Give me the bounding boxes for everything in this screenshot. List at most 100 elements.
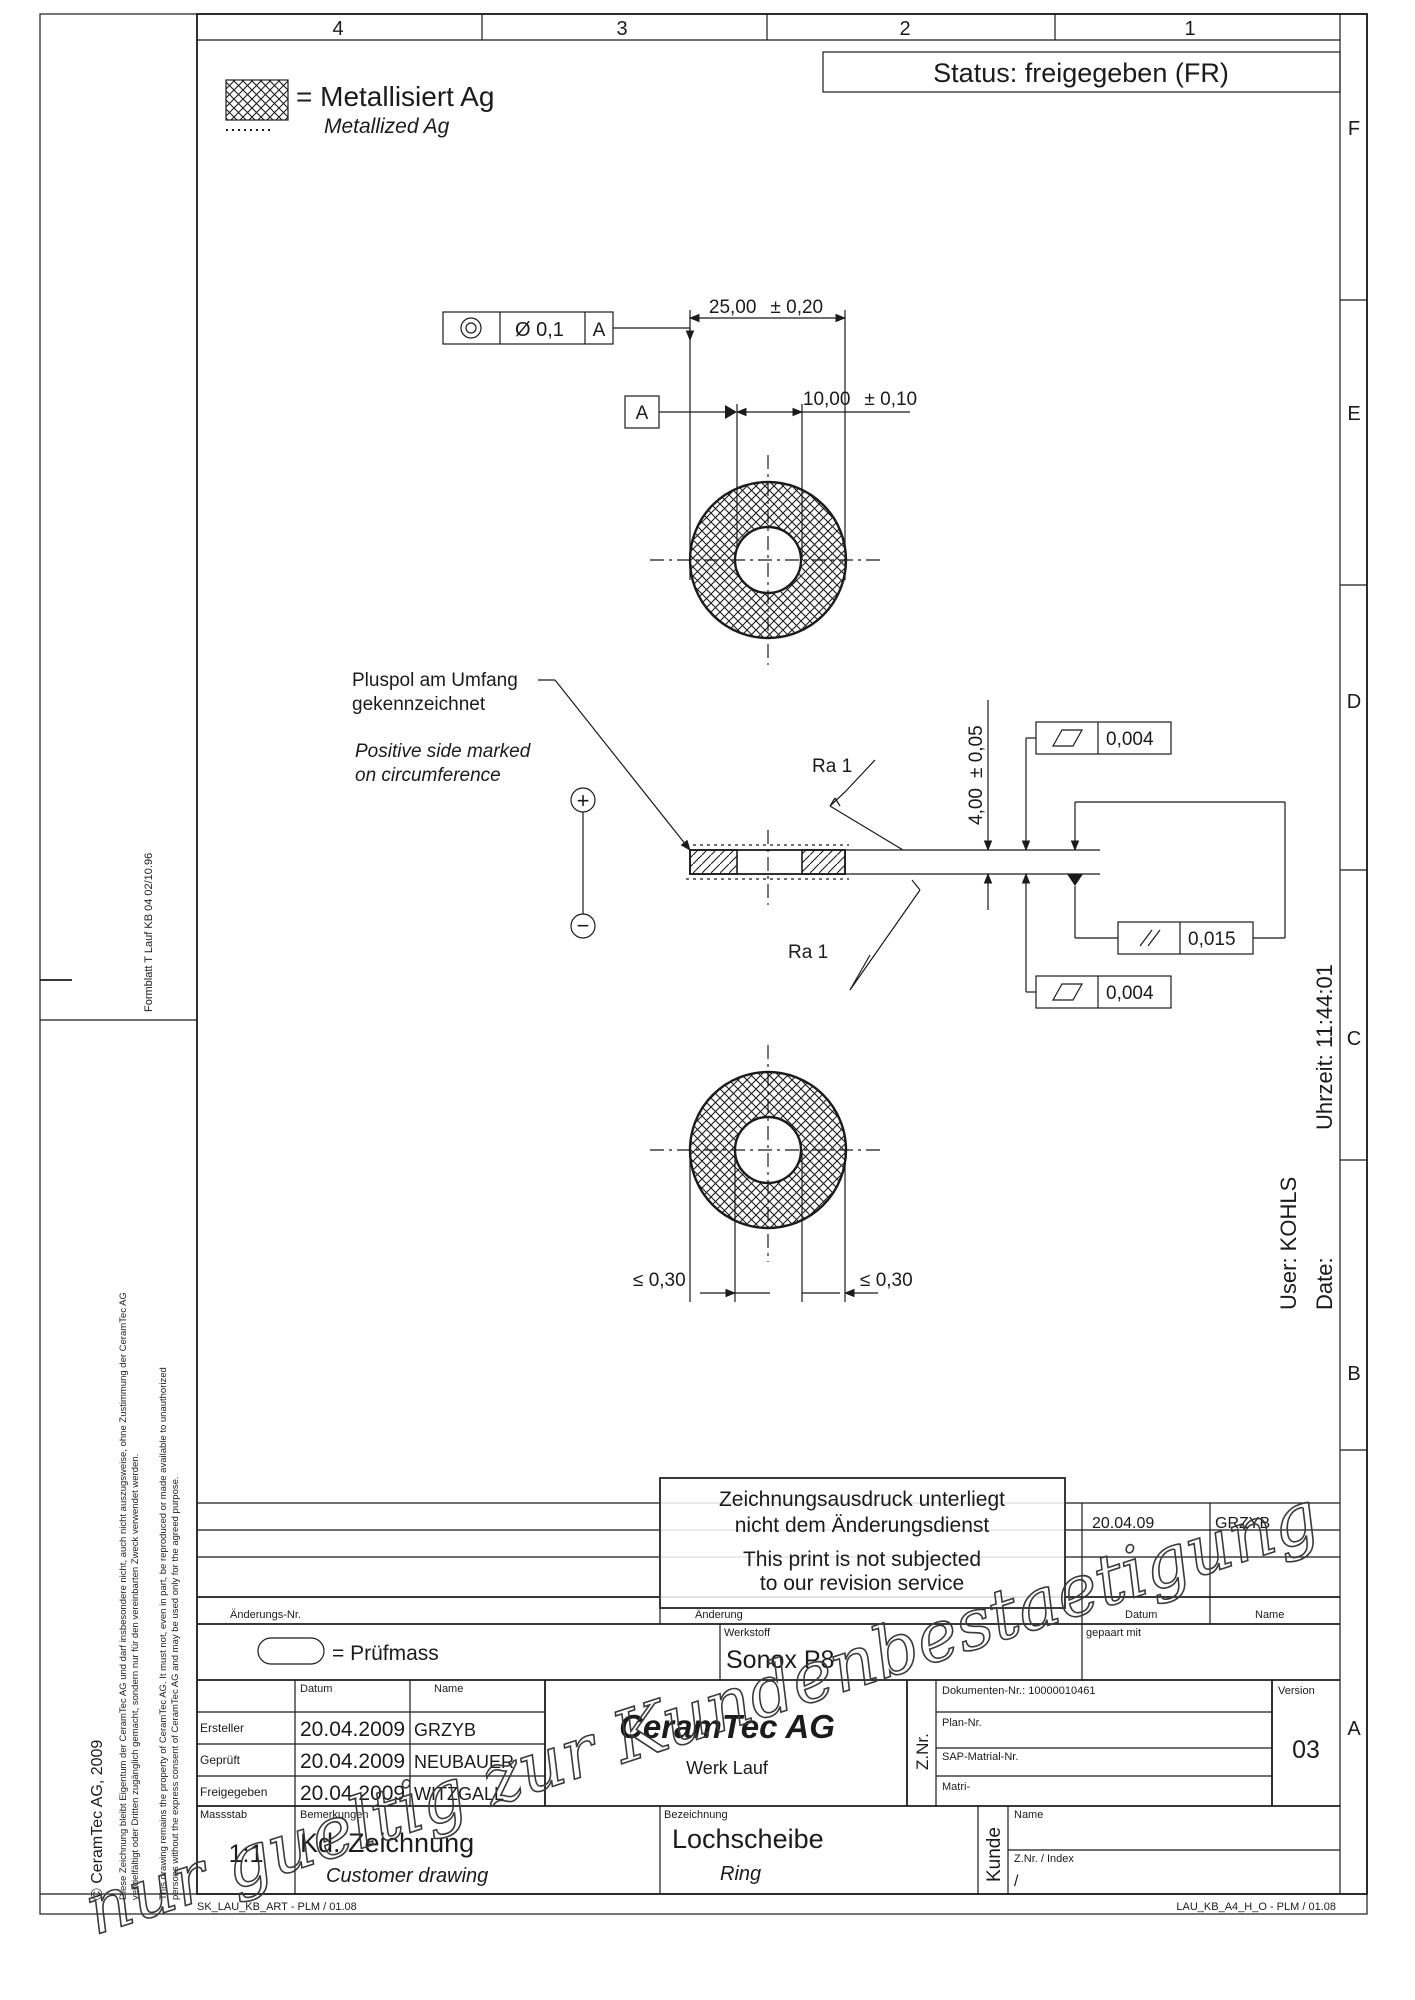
- ersteller-date: 20.04.2009: [300, 1718, 405, 1741]
- zone-row-b: B: [1347, 1363, 1360, 1385]
- kunde-name-label: Name: [1014, 1809, 1043, 1821]
- name-label: Name: [1255, 1609, 1284, 1621]
- aenderung-label: Änderung: [695, 1609, 743, 1621]
- zone-col-4: 4: [332, 18, 343, 40]
- pruefmass-label: = Prüfmass: [332, 1642, 439, 1665]
- revision-date: 20.04.09: [1092, 1515, 1154, 1532]
- roughness-bottom: Ra 1: [788, 879, 921, 991]
- kunde-znr-value: /: [1014, 1873, 1019, 1890]
- plus-symbol: +: [577, 788, 590, 813]
- polarity-axis: + −: [570, 787, 596, 939]
- legend-label-en: Metallized Ag: [324, 115, 450, 138]
- polarity-note-en-2: on circumference: [355, 765, 501, 786]
- legal-en-2: persons without the express consent of C…: [170, 1476, 181, 1900]
- polarity-note-de-2: gekennzeichnet: [352, 694, 486, 715]
- legend-label-de: = Metallisiert Ag: [296, 81, 494, 112]
- werkstoff-value: Sonox P8: [726, 1646, 834, 1674]
- polarity-note-de-1: Pluspol am Umfang: [352, 670, 518, 691]
- polarity-note-en-1: Positive side marked: [355, 741, 532, 762]
- massstab-label: Massstab: [200, 1809, 247, 1821]
- minus-symbol: −: [577, 913, 590, 938]
- legal-de-1: Diese Zeichnung bleibt Eigentum der Cera…: [118, 1292, 129, 1900]
- zone-col-1: 1: [1184, 18, 1195, 40]
- zone-row-e: E: [1347, 403, 1360, 425]
- flatness-top-value: 0,004: [1106, 729, 1154, 750]
- stamp-line-3: This print is not subjected: [743, 1548, 981, 1571]
- margin-left-dim: ≤ 0,30: [633, 1270, 686, 1291]
- footer-left: SK_LAU_KB_ART - PLM / 01.08: [197, 1901, 357, 1913]
- print-stamp: Zeichnungsausdruck unterliegt nicht dem …: [659, 1477, 1066, 1609]
- print-info: User: KOHLS Date: Uhrzeit: 11:44:01: [1276, 964, 1337, 1310]
- ersteller-label: Ersteller: [200, 1721, 244, 1735]
- sap-label: SAP-Matrial-Nr.: [942, 1751, 1018, 1763]
- remark-en: Customer drawing: [326, 1865, 488, 1887]
- metallized-legend: = Metallisiert Ag Metallized Ag: [225, 79, 494, 138]
- inner-diameter-dim: 10,00± 0,10: [803, 389, 917, 410]
- zone-row-a: A: [1347, 1718, 1361, 1740]
- revision-name: GRZYB: [1215, 1515, 1270, 1532]
- ersteller-name: GRZYB: [414, 1720, 476, 1740]
- flatness-top-frame: 0,004: [1021, 721, 1172, 852]
- parallelism-value: 0,015: [1188, 929, 1236, 950]
- roughness-top: Ra 1: [812, 756, 904, 851]
- status-text: Status: freigegeben (FR): [933, 58, 1229, 88]
- print-user: User: KOHLS: [1276, 1177, 1301, 1310]
- legal-de-2: vervielfältigt oder Dritten zugänglich g…: [130, 1454, 141, 1900]
- parallelism-frame: 0,015: [1067, 801, 1286, 955]
- ring-bottom-view: ≤ 0,30 ≤ 0,30: [633, 1045, 913, 1302]
- werkstoff-label: Werkstoff: [724, 1627, 771, 1639]
- freigegeben-label: Freigegeben: [200, 1785, 267, 1799]
- bemerkungen-label: Bemerkungen: [300, 1809, 369, 1821]
- znr-label: Z.Nr.: [913, 1733, 932, 1770]
- left-margin: Formblatt T Lauf KB 04 02/10.96 © CeramT…: [89, 853, 181, 1900]
- version-label: Version: [1278, 1685, 1315, 1697]
- version-value: 03: [1292, 1736, 1320, 1764]
- geprueft-name: NEUBAUER: [414, 1752, 514, 1772]
- drawing-frame: [39, 13, 1368, 1915]
- zone-row-d: D: [1347, 691, 1361, 713]
- zone-col-2: 2: [899, 18, 910, 40]
- massstab-value: 1:1: [229, 1840, 264, 1868]
- metallized-swatch: [225, 79, 289, 121]
- print-date: Date:: [1312, 1257, 1337, 1310]
- geprueft-date: 20.04.2009: [300, 1750, 405, 1773]
- datum-a-label: A: [636, 403, 649, 424]
- stamp-line-1: Zeichnungsausdruck unterliegt: [719, 1488, 1005, 1511]
- bezeichnung-label: Bezeichnung: [664, 1809, 728, 1821]
- zone-row-f: F: [1348, 118, 1360, 140]
- flatness-bottom-frame: 0,004: [1021, 872, 1172, 1009]
- zone-column-labels: 4 3 2 1: [332, 18, 1195, 40]
- ring-side-view: Pluspol am Umfang gekennzeichnet Positiv…: [352, 670, 1286, 1009]
- form-number: Formblatt T Lauf KB 04 02/10.96: [143, 853, 155, 1012]
- concentricity-frame: Ø 0,1 A: [442, 311, 695, 345]
- pruefmass-symbol: [257, 1637, 325, 1665]
- aenderungs-nr-label: Änderungs-Nr.: [230, 1609, 301, 1621]
- stamp-line-2: nicht dem Änderungsdienst: [735, 1514, 990, 1537]
- ring-top-view: Ø 0,1 A 25,00± 0,20 A 10,00± 0,10: [442, 297, 917, 665]
- print-time: Uhrzeit: 11:44:01: [1312, 964, 1337, 1130]
- part-title-de: Lochscheibe: [672, 1824, 824, 1854]
- roughness-bottom-label: Ra 1: [788, 942, 828, 963]
- datum-a: A: [624, 395, 737, 429]
- date-col-label: Datum: [300, 1683, 332, 1695]
- gepaart-label: gepaart mit: [1086, 1627, 1141, 1639]
- doc-number: Dokumenten-Nr.: 10000010461: [942, 1685, 1096, 1697]
- freigegeben-name: WITZGALL: [414, 1784, 504, 1804]
- roughness-top-label: Ra 1: [812, 756, 852, 777]
- title-block: 20.04.09 GRZYB Änderungs-Nr. Änderung Da…: [197, 1502, 1340, 1894]
- concentricity-datum: A: [593, 320, 606, 341]
- name-col-label: Name: [434, 1683, 463, 1695]
- outer-diameter-dim: 25,00± 0,20: [709, 297, 823, 318]
- company-logo: CeramTec AG: [619, 1708, 835, 1745]
- matri-label: Matri-: [942, 1781, 970, 1793]
- margin-right-dim: ≤ 0,30: [860, 1270, 913, 1291]
- remark-de: Kd. Zeichnung: [300, 1828, 474, 1858]
- zone-col-3: 3: [616, 18, 627, 40]
- status-box: Status: freigegeben (FR): [822, 51, 1341, 93]
- legal-en-1: This drawing remains the property of Cer…: [158, 1367, 169, 1900]
- concentricity-value: Ø 0,1: [515, 319, 564, 341]
- freigegeben-date: 20.04.2009: [300, 1782, 405, 1805]
- geprueft-label: Geprüft: [200, 1753, 241, 1767]
- zone-row-c: C: [1347, 1028, 1361, 1050]
- thickness-dim: 4,00± 0,05: [966, 725, 987, 825]
